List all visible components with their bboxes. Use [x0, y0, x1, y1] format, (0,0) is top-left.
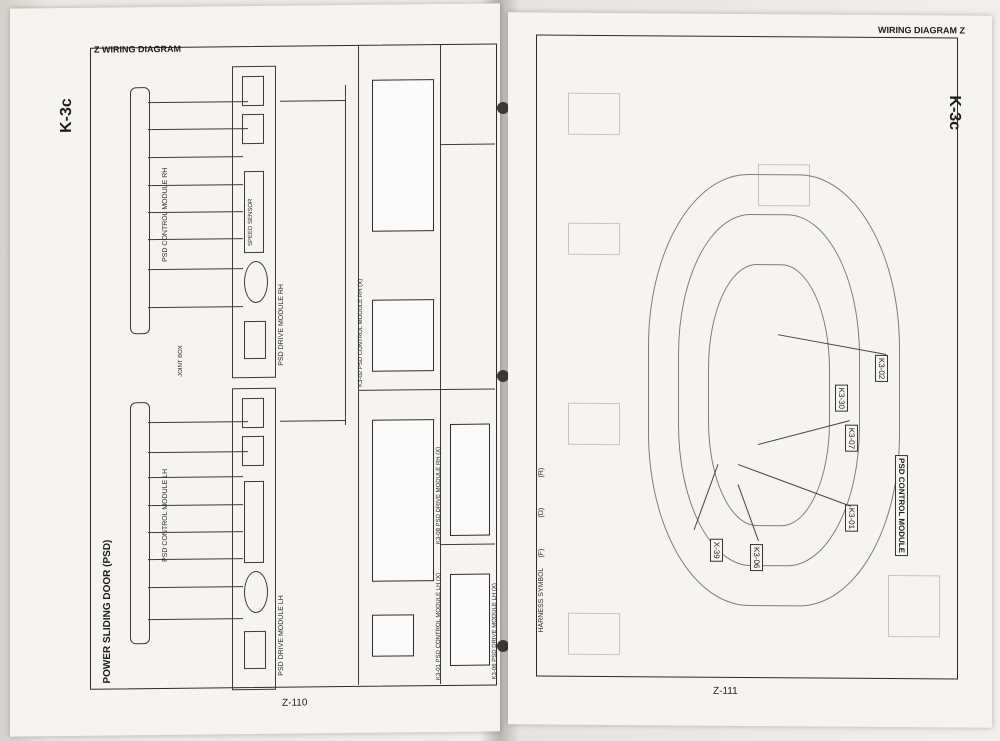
binder-hole [497, 640, 509, 652]
connector-k3-08-label: K3-08 PSD DRIVE MODULE RH (X) [436, 446, 442, 545]
connector-k3-06 [450, 423, 490, 536]
control-module-lh-box [130, 402, 150, 645]
connector-k3-02-label: K3-02 PSD CONTROL MODULE RH (X) [358, 278, 364, 387]
left-title: POWER SLIDING DOOR (PSD) [102, 539, 113, 684]
harness-outline [708, 263, 830, 527]
callout-k3-07: K3-07 [845, 424, 858, 453]
faded-connector [888, 574, 940, 638]
motor-lh [244, 570, 268, 614]
harness-symbol-label: HARNESS SYMBOL [538, 567, 545, 633]
callout-k3-02: K3-02 [875, 354, 888, 383]
joint-box-label: JOINT BOX [178, 345, 184, 377]
note-box: PSD CONTROL MODULE [895, 455, 908, 557]
callout-k3-01: K3-01 [845, 504, 858, 533]
connector-k3-01-label: K3-01 PSD CONTROL MODULE LH (X) [436, 572, 442, 681]
left-header: Z WIRING DIAGRAM [94, 43, 181, 55]
control-module-rh-box [130, 87, 150, 335]
speed-sensor-rh [244, 170, 264, 254]
right-section-code: K-3c [946, 95, 963, 131]
binder-hole [497, 102, 509, 114]
faded-connector [568, 402, 620, 446]
right-header: WIRING DIAGRAM Z [878, 24, 965, 36]
faded-connector [568, 222, 620, 256]
callout-x-39: X-39 [710, 538, 723, 562]
right-page-number: Z-111 [713, 685, 738, 697]
drive-module-lh-label: PSD DRIVE MODULE LH [278, 595, 285, 676]
connector-k3-06-label: K3-06 PSD DRIVE MODULE LH (X) [492, 583, 498, 680]
harness-symbol-d: (D) [538, 507, 545, 518]
connector-k3-01 [372, 419, 434, 582]
left-page: K-3c Z WIRING DIAGRAM POWER SLIDING DOOR… [10, 3, 500, 737]
control-module-lh-label: PSD CONTROL MODULE LH [162, 468, 169, 562]
down-switch-lh [242, 397, 264, 429]
motor-rh [244, 260, 268, 304]
connector-small [372, 614, 414, 657]
speed-sensor-lh [244, 480, 264, 564]
harness-symbol-f: (F) [538, 548, 545, 558]
left-section-code: K-3c [58, 98, 75, 134]
wire [345, 85, 346, 426]
brake-solenoid-lh [244, 630, 266, 670]
speed-sensor-rh-label: SPEED SENSOR [248, 198, 254, 247]
callout-k3-06: K3-06 [750, 544, 763, 572]
callout-k3-30: K3-30 [835, 384, 848, 413]
right-page: WIRING DIAGRAM Z K-3c K3-02 K3-30 K3-07 … [508, 12, 992, 728]
faded-connector [568, 612, 620, 656]
connector-k3-08 [372, 299, 434, 372]
harness-symbol-r: (R) [538, 467, 545, 478]
drive-module-rh-label: PSD DRIVE MODULE RH [278, 283, 285, 366]
binder-hole [497, 370, 509, 382]
left-page-number: Z-110 [282, 697, 308, 709]
brake-solenoid-rh [244, 320, 266, 360]
control-module-rh-label: PSD CONTROL MODULE RH [162, 167, 169, 262]
connector-k3-06b [450, 573, 490, 666]
connector-k3-02 [372, 79, 434, 232]
faded-connector [568, 92, 620, 136]
